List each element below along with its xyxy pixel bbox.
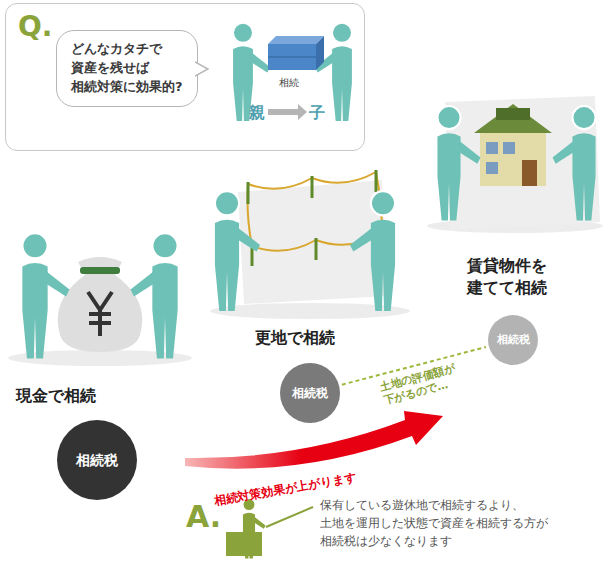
answer-text: 保有している遊休地で相続するより、 土地を運用した状態で資産を相続する方が 相続… (320, 496, 548, 550)
answer-mark: A. (186, 498, 221, 536)
drawing-part (437, 106, 480, 220)
speech-bubble: どんなカタチで 資産を残せば 相続対策に効果的? (56, 30, 198, 107)
connector-label: 土地の評価額が 下がるので… (378, 362, 460, 409)
tax-circle: 相続税 (280, 363, 340, 423)
drawing-part (445, 96, 600, 230)
drawing-part (316, 36, 324, 70)
vacant-lot-scene (210, 170, 410, 319)
node-text: どんなカタチで 資産を残せば 相続対策に効果的? (71, 40, 183, 97)
bubble-tail (195, 61, 209, 77)
question-panel: Q. どんなカタチで 資産を残せば 相続対策に効果的? (5, 3, 365, 151)
scene-caption: 更地で相続 (255, 328, 335, 348)
drawing-part (8, 350, 192, 366)
drawing-part (298, 104, 307, 120)
drawing-part (80, 267, 120, 274)
rental-building-scene (427, 96, 603, 233)
node-text: 相続税 (76, 452, 118, 469)
drawing-part (496, 108, 530, 120)
drawing-part (58, 257, 142, 352)
child-label: 子 (309, 103, 325, 123)
node-text: Q. (18, 10, 52, 43)
tax-circle: 相続税 (488, 315, 538, 365)
tax-circle: 相続税 (57, 420, 137, 500)
drawing-part (268, 109, 300, 115)
drawing-part (266, 507, 313, 527)
drawing-part (22, 233, 69, 358)
parent-label: 親 (249, 103, 265, 123)
drawing-part (553, 106, 596, 220)
drawing-part (486, 162, 498, 174)
drawing-part (248, 170, 382, 266)
drawing-part (131, 233, 178, 358)
drawing-part (474, 104, 552, 133)
box-label: 相続 (279, 77, 299, 90)
drawing-part (215, 191, 260, 311)
drawing-part (268, 44, 316, 70)
teacher-figure (226, 499, 313, 559)
drawing-part (268, 36, 324, 44)
drawing-part (522, 160, 537, 186)
drawing-part (226, 532, 262, 556)
drawing-part (268, 56, 316, 58)
drawing-part (88, 292, 112, 336)
drawing-part (503, 142, 515, 154)
drawing-part (486, 142, 498, 154)
node-text: 相続税 (497, 333, 530, 346)
bubble-tail (195, 62, 208, 76)
drawing-part (350, 191, 395, 311)
node-text: 相続税 (292, 386, 328, 400)
scene-caption: 賃貸物件を 建てて相続 (467, 255, 547, 298)
scene-caption: 現金で相続 (16, 386, 96, 406)
drawing-part (480, 130, 546, 186)
cash-scene (8, 233, 192, 366)
